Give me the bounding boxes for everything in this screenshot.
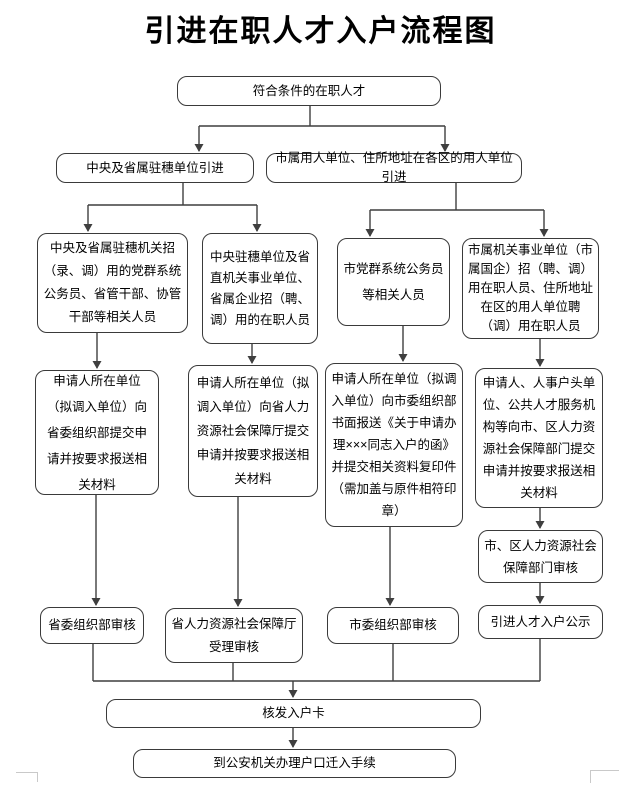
node-branch-central: 中央及省属驻穗单位引进 (56, 153, 254, 183)
node-category-central-enterprise: 中央驻穗单位及省直机关事业单位、省属企业招（聘、调）用的在职人员 (202, 233, 318, 344)
node-review-city-hr: 市、区人力资源社会保障部门审核 (478, 530, 603, 583)
node-apply-provincial-hr: 申请人所在单位（拟调入单位）向省人力资源社会保障厅提交申请并按要求报送相关材料 (188, 365, 318, 497)
node-category-city-org: 市属机关事业单位（市属国企）招（聘、调）用在职人员、住所地址在区的用人单位聘（调… (462, 238, 599, 339)
node-police: 到公安机关办理户口迁入手续 (133, 749, 456, 778)
node-category-city-party: 市党群系统公务员等相关人员 (337, 238, 450, 326)
node-category-central-party: 中央及省属驻穗机关招（录、调）用的党群系统公务员、省管干部、协管干部等相关人员 (37, 233, 188, 333)
node-review-provincial-hr: 省人力资源社会保障厅受理审核 (165, 608, 303, 663)
scan-artifact-bottom-left (16, 772, 38, 782)
node-issue-card: 核发入户卡 (106, 699, 481, 728)
node-branch-city: 市属用人单位、住所地址在各区的用人单位引进 (266, 151, 522, 184)
node-publicity: 引进人才入户公示 (478, 605, 603, 639)
node-apply-city-hr: 申请人、人事户头单位、公共人才服务机构等向市、区人力资源社会保障部门提交申请并按… (475, 368, 603, 508)
node-start: 符合条件的在职人才 (177, 76, 441, 106)
node-review-provincial-org: 省委组织部审核 (40, 607, 144, 644)
node-review-city-org: 市委组织部审核 (327, 607, 459, 644)
scan-artifact-bottom-right (590, 770, 619, 783)
page-title: 引进在职人才入户流程图 (144, 15, 497, 48)
node-apply-provincial-org: 申请人所在单位（拟调入单位）向省委组织部提交申请并按要求报送相关材料 (35, 370, 159, 495)
node-apply-city-org: 申请人所在单位（拟调入单位）向市委组织部书面报送《关于申请办理×××同志入户的函… (325, 363, 463, 527)
